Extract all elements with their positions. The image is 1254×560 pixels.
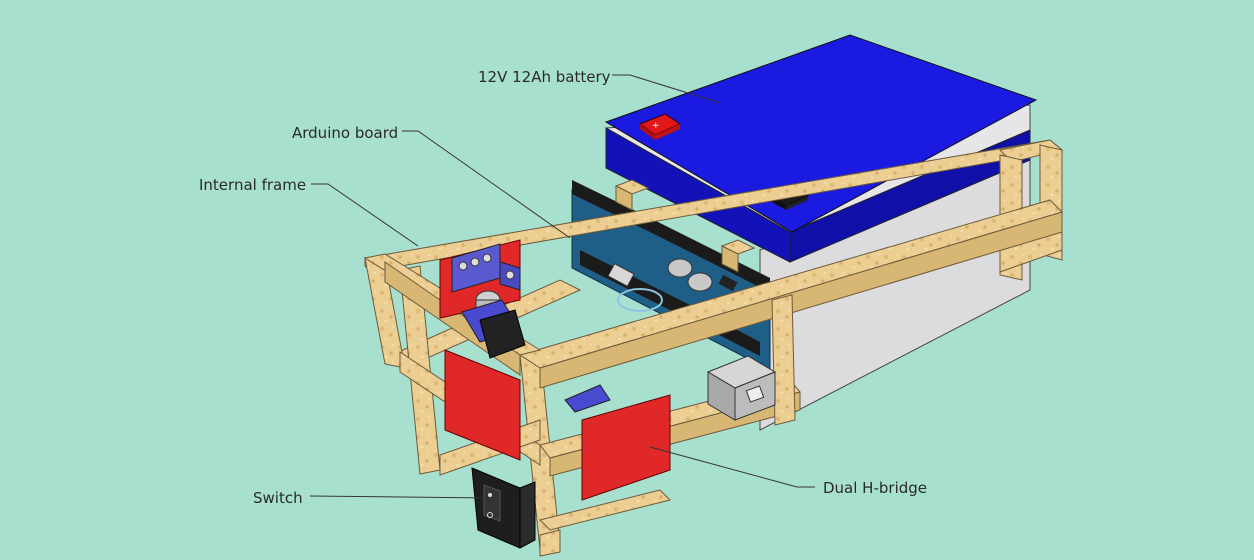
callout-switch: Switch	[253, 489, 491, 507]
callout-hbridge: Dual H-bridge	[649, 446, 927, 497]
callout-frame: Internal frame	[199, 176, 419, 247]
svg-text:+: +	[652, 121, 660, 131]
label-frame: Internal frame	[199, 176, 306, 194]
callout-battery: 12V 12Ah battery	[478, 68, 721, 104]
dual-h-bridge	[439, 239, 671, 501]
rocker-switch	[471, 467, 536, 549]
leader-switch	[309, 495, 491, 499]
terminal-block	[451, 243, 521, 293]
battery: +	[604, 34, 1038, 431]
leader-hbridge	[649, 446, 815, 488]
battery-terminal-positive: +	[638, 113, 682, 140]
label-switch: Switch	[253, 489, 303, 507]
label-hbridge: Dual H-bridge	[823, 479, 927, 497]
label-battery: 12V 12Ah battery	[478, 68, 611, 86]
leader-frame	[311, 183, 419, 247]
callout-arduino: Arduino board	[292, 124, 571, 239]
label-arduino: Arduino board	[292, 124, 398, 142]
leader-battery	[612, 74, 721, 104]
leader-arduino	[402, 130, 571, 239]
dc-jack	[706, 355, 777, 421]
